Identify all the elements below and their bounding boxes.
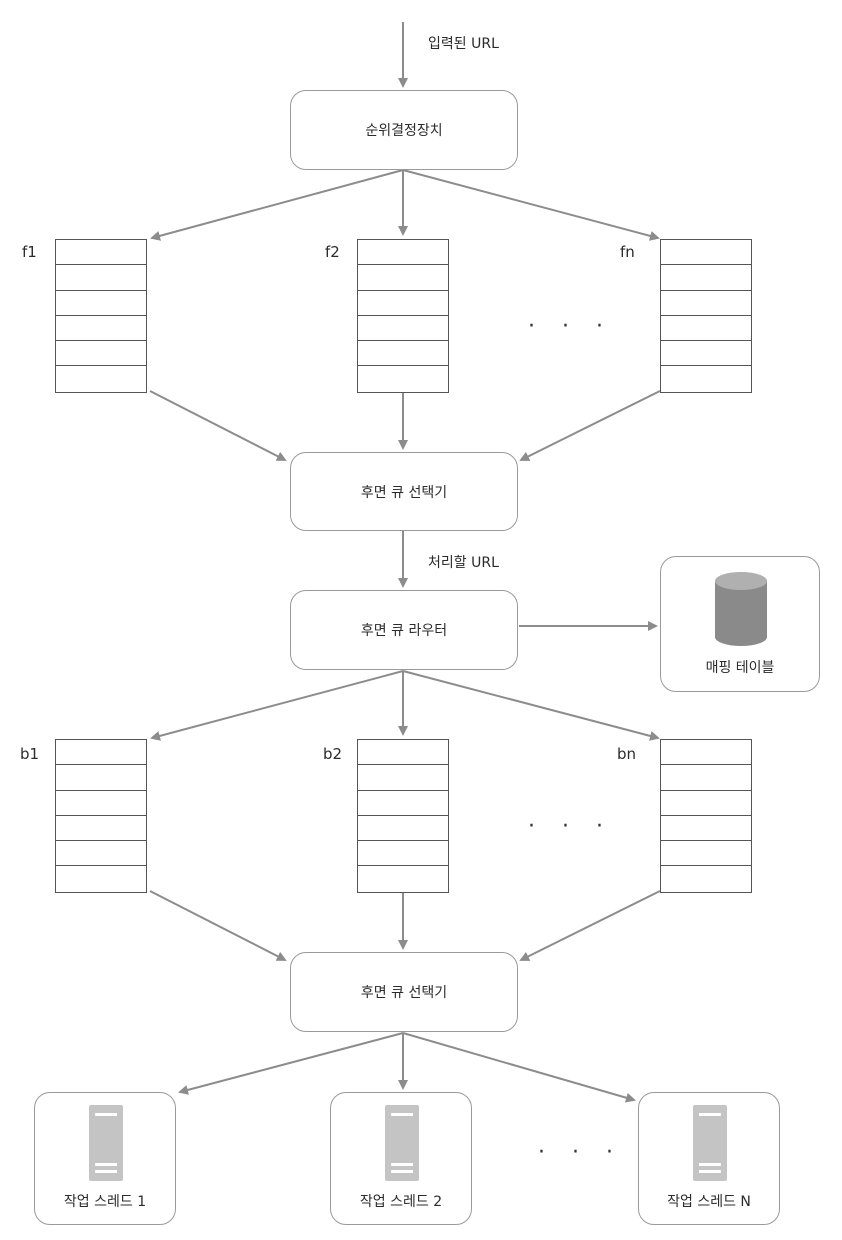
front-queue-fn: [660, 239, 752, 393]
arrow-to-bn: [402, 670, 660, 741]
mapping-table-box: 매핑 테이블: [660, 556, 820, 692]
front-queue-label-f2: f2: [325, 243, 340, 261]
arrow-fn-to-selector: [519, 390, 661, 461]
front-queue-label-fn: fn: [620, 243, 635, 261]
input-url-label: 입력된 URL: [428, 36, 499, 52]
front-queue-label-f1: f1: [22, 243, 37, 261]
back-selector-label: 후면 큐 선택기: [360, 985, 448, 1001]
back-router-box: 후면 큐 라우터: [290, 590, 518, 670]
back-queue-bn: [660, 739, 752, 893]
front-queue-ellipsis: · · ·: [528, 314, 613, 339]
arrow-to-b1: [150, 670, 404, 741]
worker-thread-n-label: 작업 스레드 N: [667, 1194, 751, 1210]
arrow-to-worker-1: [178, 1032, 404, 1095]
server-icon: [693, 1105, 727, 1181]
worker-thread-n: 작업 스레드 N: [638, 1092, 780, 1225]
server-icon: [89, 1105, 123, 1181]
back-queue-label-b2: b2: [323, 745, 343, 763]
worker-thread-1-label: 작업 스레드 1: [63, 1194, 147, 1210]
mapping-table-label: 매핑 테이블: [705, 660, 775, 676]
back-queue-b2: [357, 739, 449, 893]
front-queue-f1: [55, 239, 147, 393]
prioritizer-label: 순위결정장치: [365, 123, 443, 139]
front-selector-label: 후면 큐 선택기: [360, 484, 448, 501]
arrow-bn-to-selector: [519, 890, 661, 961]
front-selector-box: 후면 큐 선택기: [290, 452, 518, 531]
arrow-to-fn: [402, 169, 660, 241]
database-icon: [715, 572, 767, 646]
back-queue-label-b1: b1: [20, 745, 40, 763]
arrow-to-f1: [150, 169, 404, 241]
worker-thread-1: 작업 스레드 1: [34, 1092, 176, 1225]
back-router-label: 후면 큐 라우터: [360, 623, 448, 639]
server-icon: [385, 1105, 419, 1181]
worker-ellipsis: · · ·: [538, 1140, 623, 1165]
back-selector-box: 후면 큐 선택기: [290, 952, 518, 1032]
back-queue-label-bn: bn: [617, 745, 637, 763]
worker-thread-2-label: 작업 스레드 2: [359, 1194, 443, 1210]
arrow-b1-to-selector: [149, 890, 287, 961]
back-queue-ellipsis: · · ·: [528, 814, 613, 839]
process-url-label: 처리할 URL: [428, 555, 499, 571]
front-queue-f2: [357, 239, 449, 393]
prioritizer-box: 순위결정장치: [290, 90, 518, 170]
arrow-f1-to-selector: [149, 390, 287, 461]
back-queue-b1: [55, 739, 147, 893]
arrow-to-worker-n: [402, 1032, 636, 1103]
worker-thread-2: 작업 스레드 2: [330, 1092, 472, 1225]
